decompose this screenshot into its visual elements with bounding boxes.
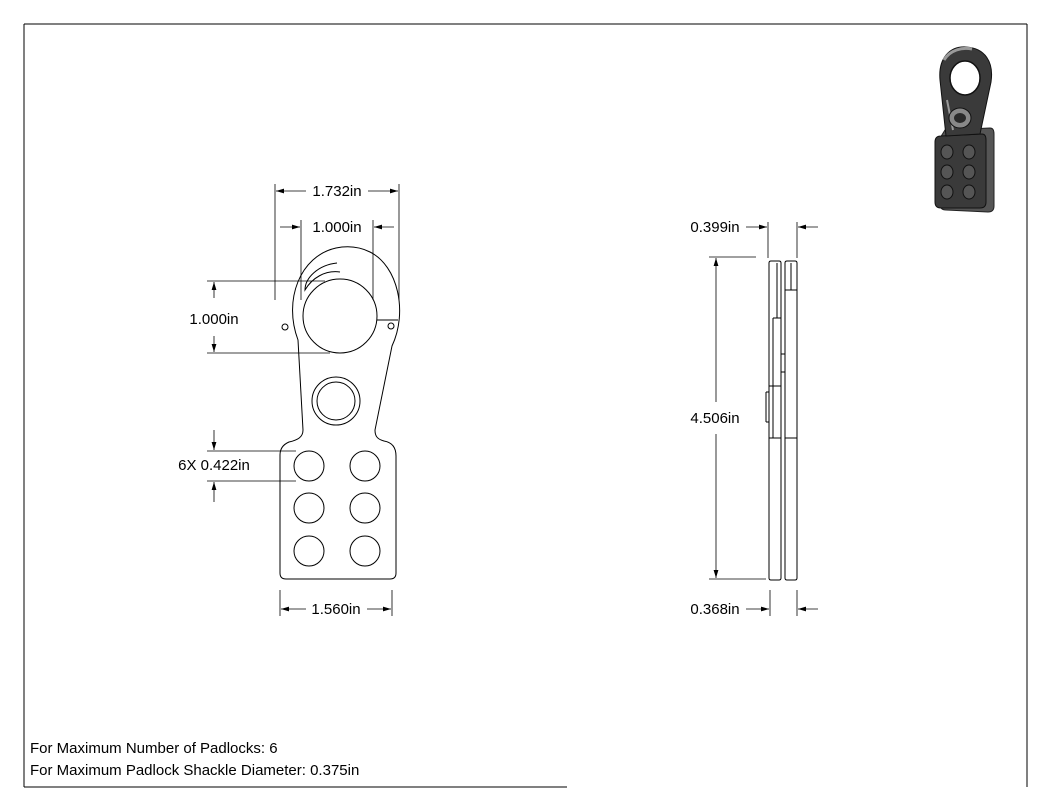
note-max-padlocks: For Maximum Number of Padlocks: 6 xyxy=(30,740,278,757)
front-view xyxy=(279,246,401,580)
rivet-outer xyxy=(311,376,361,426)
pivot-hole-left xyxy=(281,323,289,331)
front-dimensions xyxy=(207,184,400,616)
padlock-hole xyxy=(349,492,381,524)
padlock-hole xyxy=(293,535,325,567)
padlock-hole xyxy=(349,535,381,567)
dim-inner-width: 1.000in xyxy=(312,219,361,236)
dim-overall-width: 1.732in xyxy=(312,183,361,200)
padlock-hole xyxy=(349,450,381,482)
padlock-hole xyxy=(293,450,325,482)
hook-slot xyxy=(304,262,341,292)
shackle-hole xyxy=(302,278,378,354)
note-max-shackle: For Maximum Padlock Shackle Diameter: 0.… xyxy=(30,762,360,779)
isometric-view xyxy=(934,46,995,213)
side-dimensions xyxy=(709,222,818,616)
padlock-hole xyxy=(293,492,325,524)
dim-shackle-opening: 1.000in xyxy=(189,311,238,328)
dim-overall-height: 4.506in xyxy=(690,410,739,427)
dim-hole-diameter: 6X 0.422in xyxy=(178,457,250,474)
pivot-hole-right xyxy=(387,322,395,330)
rivet-inner xyxy=(316,381,356,421)
hasp-outline xyxy=(279,246,401,580)
dim-bottom-thickness: 0.368in xyxy=(690,601,739,618)
side-view xyxy=(765,260,798,581)
dim-top-thickness: 0.399in xyxy=(690,219,739,236)
dim-bottom-width: 1.560in xyxy=(311,601,360,618)
sheet-border xyxy=(23,23,1028,788)
